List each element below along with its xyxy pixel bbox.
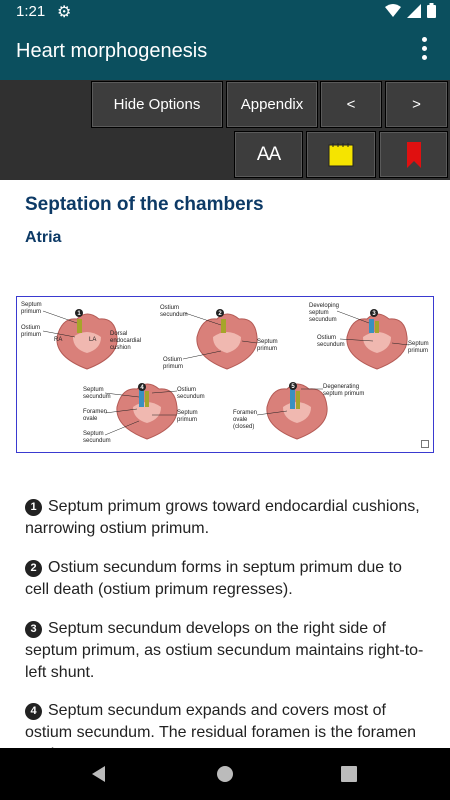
label-septum-primum-2: Septum primum — [257, 339, 278, 352]
list-item-4-text: Septum secundum expands and covers most … — [25, 702, 417, 748]
label-foramen-ovale-closed: Foramen ovale (closed) — [233, 410, 258, 430]
hide-options-label: Hide Options — [113, 96, 201, 113]
label-la: LA — [89, 337, 97, 343]
step-2-number: 2 — [218, 311, 222, 317]
label-ostium-primum: Ostium primum — [21, 325, 42, 338]
step-badge-1: 1 — [25, 498, 42, 516]
previous-label: < — [346, 96, 356, 113]
battery-icon — [427, 3, 436, 18]
bookmark-button[interactable] — [379, 131, 448, 178]
heart-stage-5 — [266, 383, 328, 440]
label-ostium-secundum-4: Ostium secundum — [177, 387, 205, 400]
list-item-1-text: Septum primum grows toward endocardial c… — [25, 498, 420, 537]
list-item-2-text: Ostium secundum forms in septum primum d… — [25, 559, 402, 598]
previous-button[interactable]: < — [320, 81, 382, 128]
next-label: > — [412, 96, 421, 113]
heart-stage-1 — [56, 313, 118, 370]
atria-septation-figure[interactable]: 1 2 3 4 5 — [16, 296, 434, 453]
recents-icon[interactable] — [341, 766, 357, 782]
signal-icon — [407, 3, 421, 18]
font-size-button[interactable]: AA — [234, 131, 303, 178]
label-septum-primum-4: Septum primum — [177, 410, 198, 423]
figure-drawing: 1 2 3 4 5 — [42, 309, 410, 440]
font-size-label: AA — [256, 143, 281, 165]
label-ostium-primum-2: Ostium primum — [163, 357, 184, 370]
status-icons — [385, 3, 436, 18]
status-bar: 1:21 ⚙ — [0, 0, 450, 24]
appendix-button[interactable]: Appendix — [226, 81, 318, 128]
label-septum-secundum-4b: Septum secundum — [83, 431, 111, 444]
label-developing-septum-secundum: Developing septum secundum — [309, 303, 340, 323]
app-title: Heart morphogenesis — [16, 40, 208, 62]
toolbar: Hide Options Appendix < > AA — [0, 80, 450, 180]
home-icon[interactable] — [216, 765, 234, 783]
heart-stage-4 — [116, 383, 178, 440]
heart-stage-2 — [196, 313, 258, 370]
label-ostium-secundum-2: Ostium secundum — [160, 305, 188, 318]
gear-icon: ⚙ — [57, 4, 72, 21]
step-badge-2: 2 — [25, 559, 42, 577]
label-degenerating-septum-primum: Degenerating septum primum — [323, 384, 365, 397]
expand-figure-icon[interactable] — [421, 440, 429, 448]
appendix-label: Appendix — [240, 96, 304, 113]
label-septum-secundum-4: Septum secundum — [83, 387, 111, 400]
content-area[interactable]: Septation of the chambers Atria — [0, 180, 450, 748]
step-4-number: 4 — [140, 385, 144, 391]
step-5-number: 5 — [291, 384, 295, 390]
back-icon[interactable] — [90, 765, 108, 783]
note-icon — [328, 142, 354, 166]
hide-options-button[interactable]: Hide Options — [91, 81, 223, 128]
label-septum-primum-3: Septum primum — [408, 341, 429, 354]
heart-stage-3 — [346, 313, 408, 370]
notes-button[interactable] — [306, 131, 376, 178]
section-heading: Septation of the chambers — [25, 194, 264, 215]
section-subheading: Atria — [25, 229, 62, 246]
wifi-icon — [385, 3, 401, 17]
bookmark-icon — [406, 141, 421, 168]
step-3-number: 3 — [372, 311, 376, 317]
label-dorsal-cushion: Dorsal endocardial cushion — [110, 331, 142, 351]
label-ostium-secundum-3: Ostium secundum — [317, 335, 345, 348]
label-septum-primum: Septum primum — [21, 302, 42, 315]
list-item-3-text: Septum secundum develops on the right si… — [25, 620, 424, 681]
next-button[interactable]: > — [385, 81, 448, 128]
more-vert-icon[interactable] — [418, 37, 430, 67]
label-foramen-ovale: Foramen ovale — [83, 409, 108, 422]
status-time: 1:21 — [16, 3, 46, 20]
step-badge-3: 3 — [25, 620, 42, 638]
step-1-number: 1 — [77, 311, 81, 317]
system-nav-bar — [0, 748, 450, 800]
step-badge-4: 4 — [25, 702, 42, 720]
label-ra: RA — [54, 337, 63, 343]
app-bar: Heart morphogenesis — [0, 24, 450, 80]
